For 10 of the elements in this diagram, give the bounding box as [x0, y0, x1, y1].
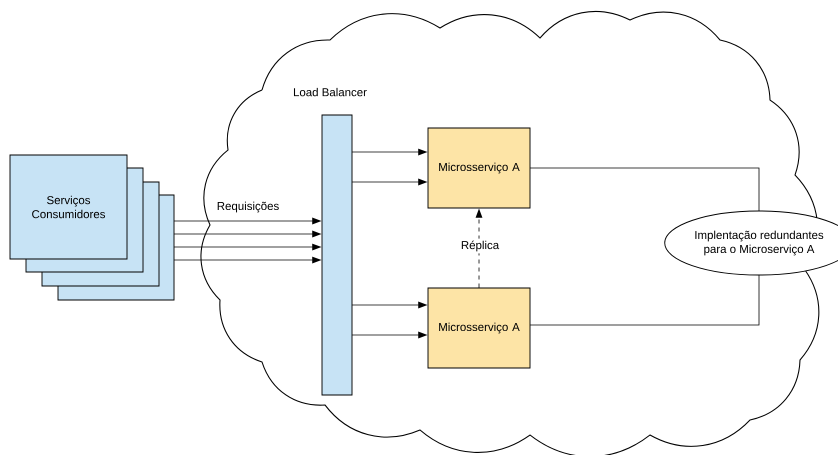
node-label: Implentação redundantes para o Microserviço A — [695, 230, 824, 256]
node-label: Load Balancer — [294, 88, 367, 96]
load-balancer-bar: Load Balancer — [294, 88, 367, 396]
service-box: Serviços Consumidores — [10, 154, 128, 260]
microservice-box: Microsserviço A — [428, 288, 530, 368]
microservice-box: Microsserviço A — [428, 128, 530, 208]
connector-line — [530, 275, 760, 326]
edge-label: Requisições — [214, 200, 282, 214]
connector-line — [530, 168, 760, 211]
edge-label: Réplica — [458, 238, 502, 254]
